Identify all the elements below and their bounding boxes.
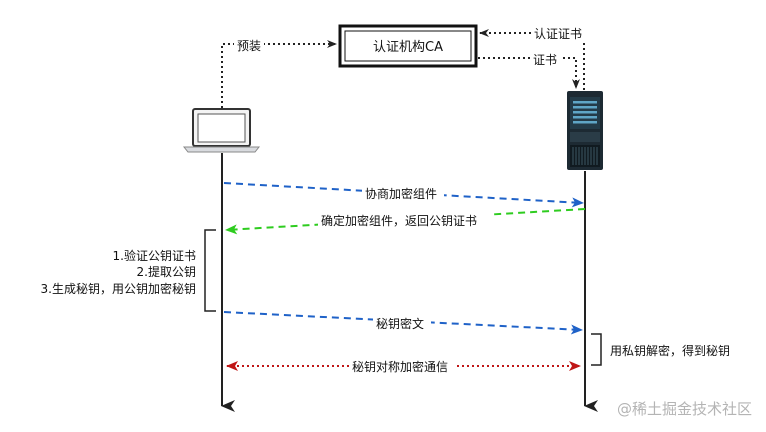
ca-label: 认证机构CA <box>373 40 443 55</box>
preinstall-arrow <box>221 40 337 108</box>
ca-cert-label: 认证证书 <box>534 27 582 41</box>
negotiate-label: 协商加密组件 <box>365 186 437 201</box>
laptop-icon <box>182 108 261 153</box>
server-step: 用私钥解密，得到秘钥 <box>610 343 730 358</box>
secret-cipher-label: 秘钥密文 <box>376 316 424 331</box>
watermark: @稀土掘金技术社区 <box>617 400 752 418</box>
client-steps-bracket <box>204 229 216 312</box>
client-step-1: 1.验证公钥证书 <box>113 248 196 263</box>
confirm-label: 确定加密组件，返回公钥证书 <box>321 213 477 228</box>
symmetric-label: 秘钥对称加密通信 <box>352 359 448 374</box>
cert-arrow <box>478 57 580 89</box>
server-icon <box>567 91 603 170</box>
server-step-bracket <box>591 333 602 366</box>
ca-box: 认证机构CA <box>338 24 478 68</box>
client-step-3: 3.生成秘钥，用公钥加密秘钥 <box>41 281 196 296</box>
client-step-2: 2.提取公钥 <box>137 264 196 279</box>
preinstall-label: 预装 <box>237 39 261 53</box>
cert-label: 证书 <box>533 53 557 67</box>
